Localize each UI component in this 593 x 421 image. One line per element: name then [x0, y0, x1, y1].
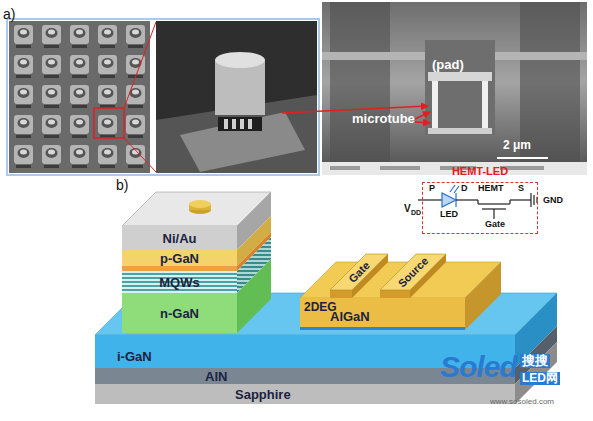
- signal-subscript: DD: [411, 209, 421, 217]
- led-side: [237, 259, 271, 333]
- layer-name: AlN: [205, 370, 227, 383]
- ground-symbol: [530, 193, 531, 207]
- gate-wire: [493, 209, 494, 219]
- gate-bar-top: [330, 254, 388, 290]
- callout-text: microtube: [352, 112, 415, 126]
- p-layer: p-GaN: [122, 250, 237, 266]
- hemt-channel: [478, 203, 510, 204]
- watermark-text: LED网: [520, 372, 560, 385]
- sem-pillar: [215, 60, 265, 115]
- layer-name: 2DEG: [304, 301, 337, 314]
- source-bar-front: [380, 290, 410, 298]
- source-bar-top: [380, 254, 446, 290]
- circuit-inset: [418, 185, 537, 219]
- wire: [510, 199, 531, 200]
- pin-name: S: [518, 184, 524, 194]
- sem-tube: [232, 119, 236, 129]
- diode-symbol: [442, 193, 456, 207]
- source-electrode: Source: [390, 249, 437, 296]
- layer-name: n-GaN: [160, 307, 199, 320]
- gate-electrode: Gate: [336, 249, 381, 294]
- sem-tube: [224, 119, 228, 129]
- layer-name: MQWs: [159, 276, 199, 289]
- inset-title: HEMT-LED: [413, 165, 547, 177]
- layer-name: Ni/Au: [163, 232, 197, 245]
- component-name: LED: [440, 210, 458, 220]
- layer-name: Source: [396, 255, 430, 289]
- quantum-well-layer: MQWs: [122, 271, 237, 293]
- wire: [456, 199, 478, 200]
- contact-pad: [189, 200, 211, 208]
- sem-pillar-top: [215, 52, 265, 68]
- scale-text: 2 μm: [503, 139, 531, 152]
- layer-name: i-GaN: [117, 350, 152, 363]
- component-name: HEMT: [478, 184, 504, 194]
- sem-detail-image: [322, 2, 587, 162]
- wire: [509, 200, 510, 204]
- signal-name: V: [404, 203, 411, 214]
- emission-arrow: [454, 186, 459, 193]
- layer-name: Gate: [346, 259, 371, 284]
- sem-info-mark: [380, 166, 420, 170]
- sem-zoom-image: [156, 21, 317, 173]
- callout-text: (pad): [432, 58, 464, 72]
- sem-band: [330, 2, 390, 162]
- panel-label: a): [3, 7, 15, 22]
- zoom-box: [94, 108, 124, 138]
- sem-band: [520, 2, 580, 162]
- sem-array-image: [9, 21, 150, 173]
- sem-tube: [248, 119, 252, 129]
- pin-name: P: [429, 184, 435, 194]
- sem-microtube: [432, 81, 438, 129]
- sem-microtube: [482, 81, 488, 129]
- hemt-side: [465, 262, 501, 330]
- gate-bar-front: [330, 290, 352, 298]
- metal-layer: Ni/Au: [122, 226, 237, 250]
- zoom-line: [124, 138, 156, 172]
- substrate-layer: Sapphire: [95, 384, 515, 404]
- image-frame: [7, 19, 319, 175]
- sem-info-mark: [330, 166, 360, 170]
- n-layer: n-GaN: [122, 293, 237, 333]
- signal-name: GND: [543, 196, 563, 206]
- sem-pad: [428, 72, 492, 81]
- layer-name: p-GaN: [160, 252, 199, 265]
- sem-tube-row: [218, 117, 262, 131]
- watermark-url: www.sosoled.com: [490, 398, 554, 407]
- sem-platform: [180, 112, 305, 172]
- sem-pad-body: [425, 40, 495, 135]
- scale-bar: [497, 157, 548, 159]
- emission-arrow: [450, 185, 455, 192]
- zoom-line: [124, 22, 156, 108]
- sem-tube: [240, 119, 244, 129]
- watermark-text: 搜搜: [520, 354, 550, 368]
- layer-name: Sapphire: [235, 388, 291, 401]
- device-3d: [95, 192, 557, 404]
- pin-name: D: [461, 184, 468, 194]
- pin-name: Gate: [485, 220, 505, 230]
- sem-panel: [7, 2, 587, 175]
- sem-pad-base: [428, 128, 492, 134]
- watermark-logo: Soled: [440, 350, 517, 383]
- pointer-arrow: [415, 122, 430, 123]
- pointer-arrow: [415, 112, 430, 119]
- ground-symbol: [533, 195, 534, 205]
- panel-label: b): [116, 178, 128, 193]
